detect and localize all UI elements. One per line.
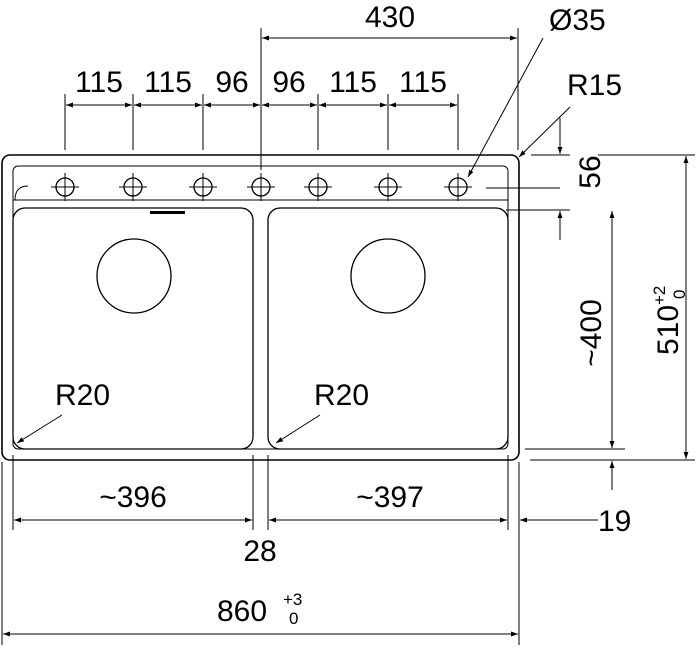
tap-hole-icon <box>247 173 275 201</box>
left-drain-icon <box>96 238 172 314</box>
label-r15: R15 <box>567 69 622 102</box>
label-860: 860 <box>217 595 267 628</box>
label-diameter: Ø35 <box>549 4 606 37</box>
tap-holes <box>51 173 472 201</box>
label-397: ~397 <box>356 481 424 514</box>
dim-overall-depth: 510 +2 0 <box>530 154 695 461</box>
dim-bowl-widths: ~396 ~397 28 <box>12 455 509 568</box>
tap-hole-icon <box>189 173 217 201</box>
dim-430: 430 <box>260 1 519 170</box>
dim-hole-spacing: 115 115 96 96 115 115 <box>64 66 459 150</box>
dim-overall-width: 860 +3 0 <box>1 462 520 645</box>
right-bowl <box>267 207 509 450</box>
label-396: ~396 <box>99 481 167 514</box>
label-510-tol-upper: +2 <box>650 286 669 305</box>
dim-right-bowl-radius: R20 <box>275 379 369 444</box>
overflow-slot <box>150 211 185 214</box>
label-spacing-2: 115 <box>144 66 192 99</box>
dim-deck-depth: 56 <box>486 118 607 240</box>
dim-hole-diameter: Ø35 <box>467 4 606 178</box>
label-28: 28 <box>243 535 276 568</box>
label-56: 56 <box>574 155 607 188</box>
tap-hole-icon <box>51 173 79 201</box>
label-860-tol-lower: 0 <box>289 609 298 628</box>
label-510: 510 <box>652 305 685 355</box>
tap-hole-icon <box>374 173 402 201</box>
label-430: 430 <box>365 1 415 34</box>
label-400: ~400 <box>575 299 608 367</box>
dim-bowl-depth: ~400 <box>525 211 625 450</box>
right-drain-icon <box>350 238 426 314</box>
label-spacing-3: 96 <box>215 66 248 99</box>
dim-corner-radius: R15 <box>518 69 622 158</box>
label-spacing-4: 96 <box>272 66 305 99</box>
label-860-tol-upper: +3 <box>283 590 302 609</box>
label-right-r20: R20 <box>314 379 369 412</box>
tap-hole-icon <box>304 173 332 201</box>
dim-right-margin: 19 <box>520 461 631 538</box>
label-spacing-5: 115 <box>329 66 377 99</box>
label-left-r20: R20 <box>55 379 110 412</box>
tap-hole-icon <box>444 173 472 201</box>
label-510-tol-lower: 0 <box>670 290 689 299</box>
tap-hole-icon <box>119 173 147 201</box>
dim-left-bowl-radius: R20 <box>16 379 110 444</box>
label-spacing-1: 115 <box>75 66 123 99</box>
label-19: 19 <box>598 505 631 538</box>
label-spacing-6: 115 <box>399 66 447 99</box>
left-bowl <box>12 207 254 450</box>
